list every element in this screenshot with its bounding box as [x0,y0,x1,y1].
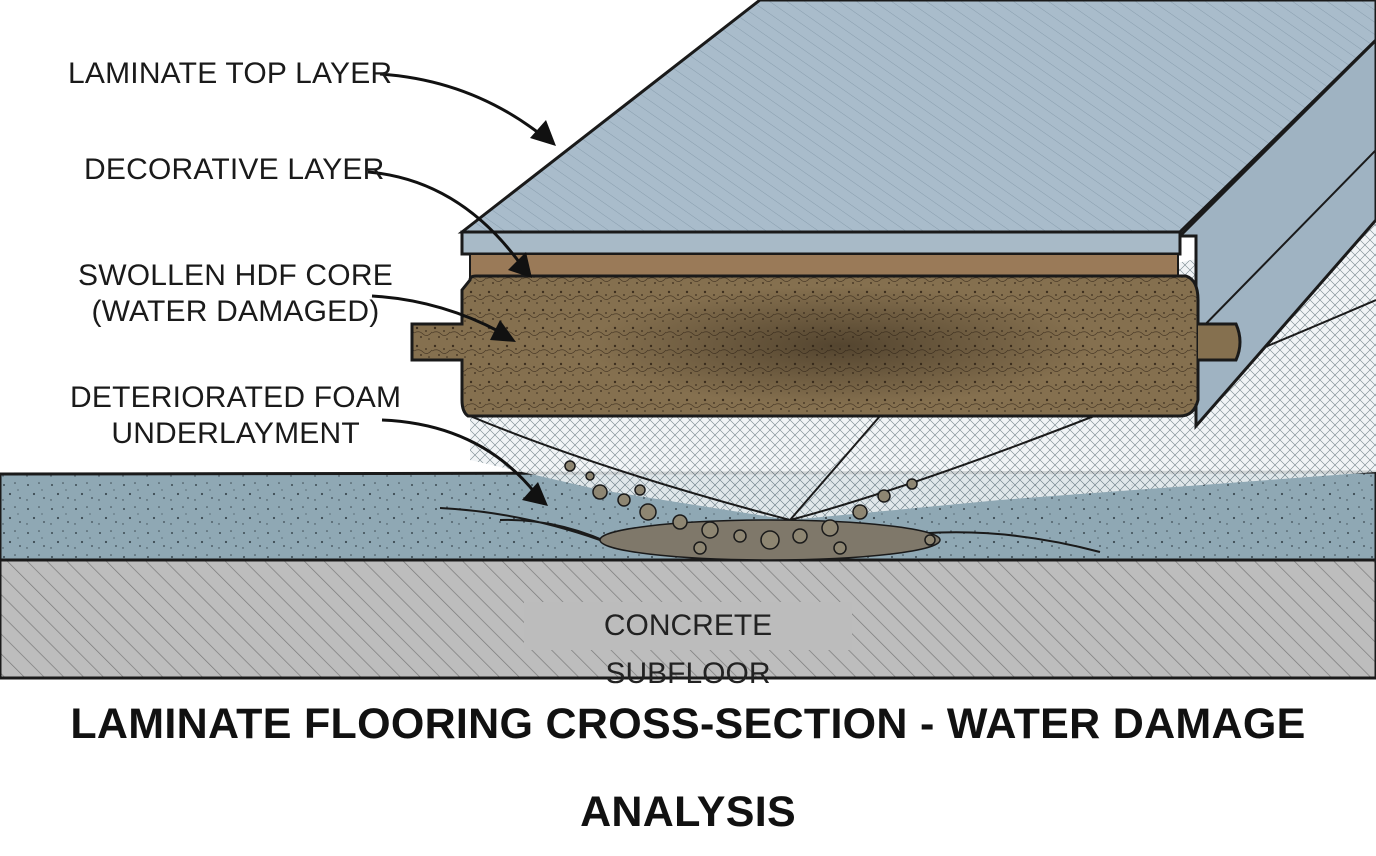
arrow-core [371,294,501,334]
side-face-groove [1189,149,1376,341]
laminate-top-layer [460,230,1182,256]
core-damage-stain [590,286,1090,406]
label-decorative-text: DECORATIVE LAYER [84,153,385,186]
leader-arrows [367,72,541,495]
arrow-heads [490,120,556,506]
label-hdf-core: SWOLLEN HDF CORE (WATER DAMAGED) [78,258,393,330]
label-laminate-top-layer: LAMINATE TOP LAYER [68,56,392,92]
label-foam-line2: UNDERLAYMENT [111,417,360,450]
crack-line [789,415,881,521]
label-top-layer-text: LAMINATE TOP LAYER [68,57,393,90]
arrow-foam [381,418,538,495]
cross-section-illustration [0,0,1376,680]
arrow-decorative [367,170,524,267]
label-foam-line1: DETERIORATED FOAM [70,381,402,414]
label-foam-underlayment: DETERIORATED FOAM UNDERLAYMENT [70,380,401,452]
label-core-line2: (WATER DAMAGED) [91,295,380,328]
label-concrete-subfloor: CONCRETE SUBFLOOR [524,602,852,690]
debris-pile [564,460,941,561]
label-decorative-layer: DECORATIVE LAYER [84,152,385,188]
arrow-top-layer [379,72,541,136]
label-core-line1: SWOLLEN HDF CORE [78,259,393,292]
tongue-right [1198,322,1242,362]
diagram-title: LAMINATE FLOORING CROSS-SECTION - WATER … [70,700,1306,836]
